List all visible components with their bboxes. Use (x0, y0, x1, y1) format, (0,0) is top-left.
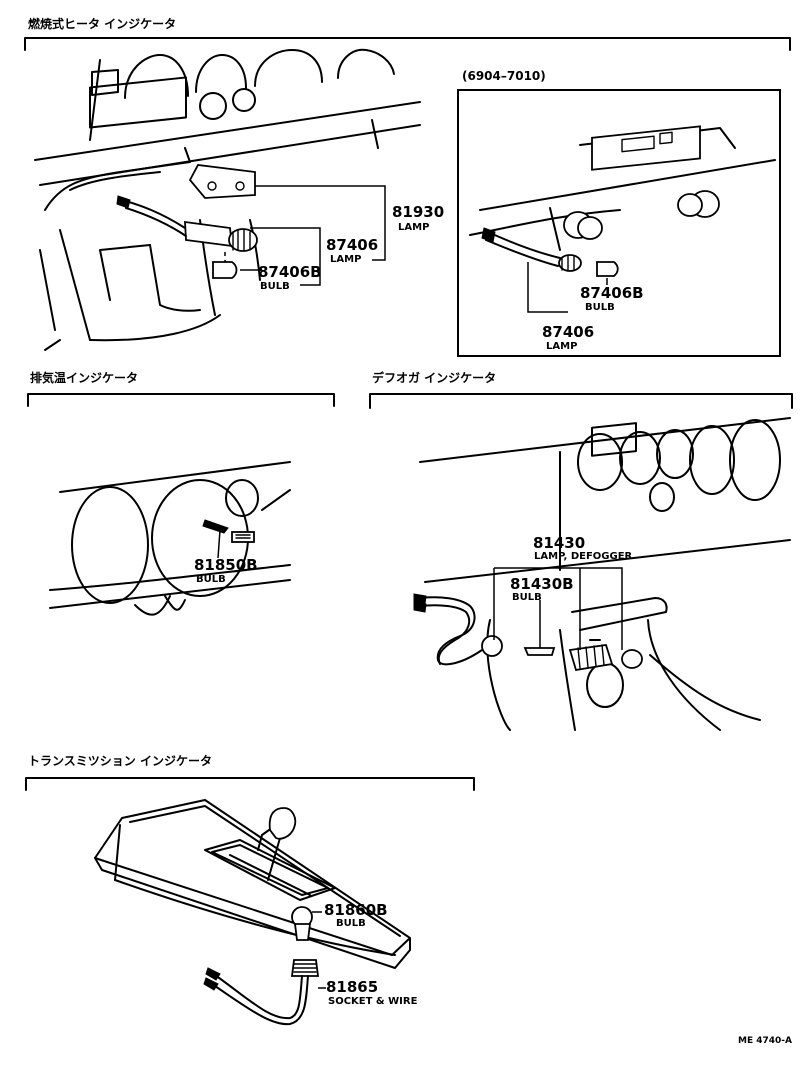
part-number-81850B: 81850B (194, 556, 258, 574)
exhaust-gauge-illustration (49, 461, 291, 616)
section-combustion-heater: 燃焼式ヒータ インジケータ (24, 16, 791, 357)
inset-part-number-87406B: 87406B (580, 284, 644, 302)
lamp-body (184, 220, 234, 248)
part-desc-81430: LAMP, DEFOGGER (534, 551, 633, 562)
section-bracket (369, 393, 793, 409)
section-title-exhaust-temp: 排気温インジケータ (30, 370, 138, 385)
section-title-transmission: トランスミツション インジケータ (28, 754, 212, 768)
inset-part-desc-87406B: BULB (585, 302, 615, 313)
lamp-bracket (188, 164, 256, 199)
part-number-81430B: 81430B (510, 575, 574, 593)
bulb (212, 261, 238, 279)
part-number-81430: 81430 (533, 534, 585, 552)
part-desc-87406: LAMP (330, 254, 361, 265)
defogger-dashboard-illustration (413, 417, 791, 731)
section-title-combustion-heater: 燃焼式ヒータ インジケータ (28, 16, 176, 31)
part-desc-81860B: BULB (336, 918, 366, 929)
part-number-81865: 81865 (326, 978, 378, 996)
shift-console-illustration (94, 799, 411, 1026)
dashboard-illustration (34, 48, 421, 351)
part-desc-87406B: BULB (260, 281, 290, 292)
section-transmission: トランスミツション インジケータ (25, 754, 475, 1026)
inset-6904-7010: (6904–7010) 87406B BULB 87406 LAMP (457, 69, 781, 357)
inset-part-number-87406: 87406 (542, 323, 594, 341)
part-number-87406B: 87406B (258, 263, 322, 281)
part-number-87406: 87406 (326, 236, 378, 254)
section-defogger: デフオガ インジケータ (369, 370, 793, 731)
part-desc-81865: SOCKET & WIRE (328, 996, 418, 1007)
section-exhaust-temp: 排気温インジケータ 81850B BULB (27, 370, 335, 616)
part-desc-81850B: BULB (196, 574, 226, 585)
inset-part-desc-87406: LAMP (546, 341, 577, 352)
figure-reference: ME 4740-A (738, 1036, 792, 1046)
section-bracket (27, 393, 335, 407)
section-title-defogger: デフオガ インジケータ (372, 370, 496, 385)
part-number-81860B: 81860B (324, 901, 388, 919)
part-desc-81430B: BULB (512, 592, 542, 603)
part-number-81930: 81930 (392, 203, 444, 221)
section-bracket (25, 777, 475, 791)
part-desc-81930: LAMP (398, 222, 429, 233)
inset-title: (6904–7010) (462, 69, 546, 83)
section-bracket (24, 37, 791, 51)
